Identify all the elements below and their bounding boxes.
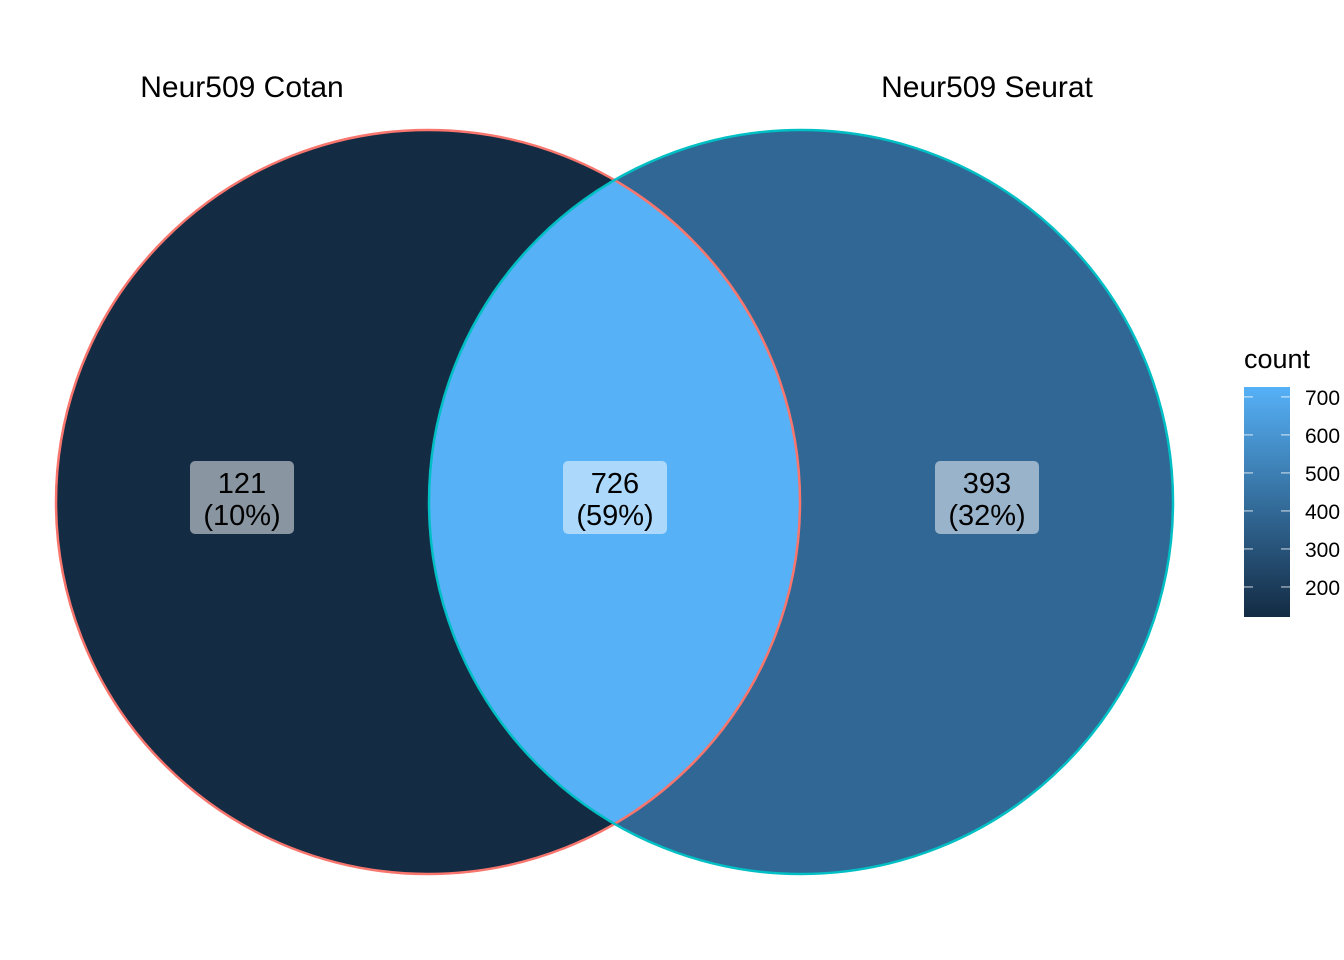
region-right-only bbox=[614, 130, 1173, 875]
legend-colorbar bbox=[1244, 387, 1290, 617]
legend-tick-label: 200 bbox=[1305, 577, 1340, 600]
legend-tick-label: 300 bbox=[1305, 539, 1340, 562]
label-box bbox=[190, 461, 294, 534]
count-label: 726 bbox=[591, 468, 639, 500]
label-box bbox=[935, 461, 1039, 534]
count-label: 121 bbox=[218, 468, 266, 500]
region-left-only bbox=[56, 130, 615, 875]
set-label-1: Neur509 Seurat bbox=[881, 71, 1093, 104]
legend-tick-label: 500 bbox=[1305, 463, 1340, 486]
legend-tick-label: 600 bbox=[1305, 425, 1340, 448]
region-label-2: 393(32%) bbox=[935, 461, 1039, 534]
set-circle-cotan bbox=[54, 128, 802, 876]
legend-tick-label: 700 bbox=[1305, 387, 1340, 410]
percent-label: (59%) bbox=[576, 500, 653, 532]
set-label-0: Neur509 Cotan bbox=[140, 71, 343, 104]
percent-label: (10%) bbox=[203, 500, 280, 532]
region-label-0: 121(10%) bbox=[190, 461, 294, 534]
label-box bbox=[563, 461, 667, 534]
legend-title: count bbox=[1244, 344, 1311, 374]
count-label: 393 bbox=[963, 468, 1011, 500]
region-label-1: 726(59%) bbox=[563, 461, 667, 534]
set-circle-seurat bbox=[427, 128, 1175, 876]
percent-label: (32%) bbox=[948, 500, 1025, 532]
legend-tick-label: 400 bbox=[1305, 501, 1340, 524]
